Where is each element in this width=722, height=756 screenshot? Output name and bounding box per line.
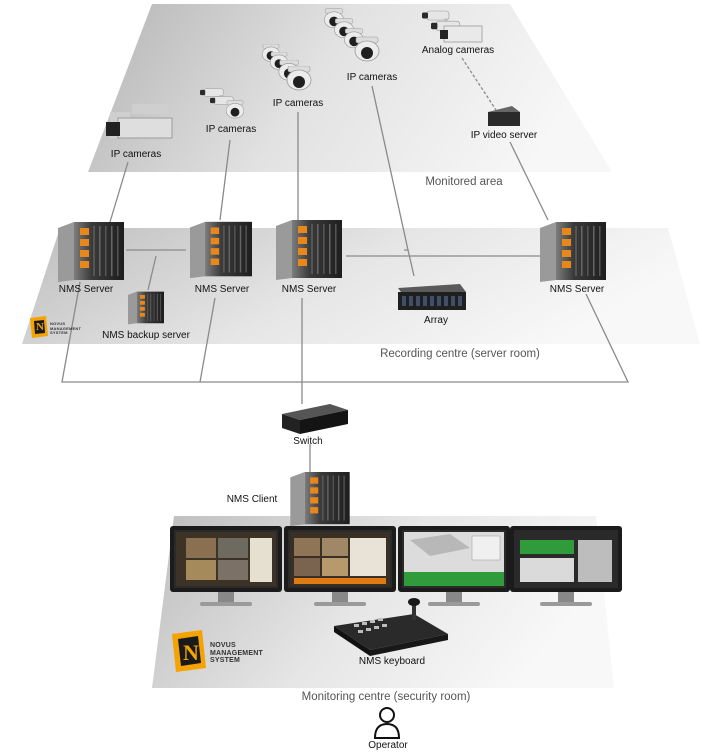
switch-device (282, 404, 348, 434)
nms-server-label-2: NMS Server (194, 284, 250, 295)
logo-line-2: MANAGEMENT (210, 649, 263, 657)
monitored-area-label: Monitored area (425, 176, 503, 188)
nms-server-4-device (540, 222, 606, 282)
nms-server-label-1: NMS Server (58, 284, 114, 295)
ip-camera-group-1 (106, 104, 173, 139)
array-label: Array (424, 315, 448, 326)
nms-client-label: NMS Client (226, 494, 278, 505)
nms-server-2-device (190, 221, 252, 279)
ip-video-server-label: IP video server (470, 130, 538, 141)
recording-centre-label: Recording centre (server room) (380, 348, 540, 360)
logo-small-line-3: SYSTEM (50, 330, 68, 335)
nms-server-1-device (58, 222, 124, 282)
logo-line-3: SYSTEM (210, 657, 240, 664)
nms-keyboard-device (334, 598, 448, 656)
nms-server-label-3: NMS Server (281, 284, 337, 295)
monitor-1 (170, 526, 282, 606)
ip-cameras-label-4: IP cameras (346, 72, 398, 83)
nms-server-3-device (276, 220, 342, 280)
monitor-4 (510, 526, 622, 606)
analog-camera-group (422, 10, 483, 43)
nms-backup-server-label: NMS backup server (102, 330, 190, 341)
ip-video-server-device (488, 106, 520, 126)
monitor-2 (284, 526, 396, 606)
monitored-area-plane (88, 4, 612, 172)
monitor-3 (398, 526, 510, 606)
ip-cameras-label-2: IP cameras (205, 124, 257, 135)
logo-text-small: NOVUS MANAGEMENT SYSTEM (50, 321, 82, 336)
logo-letter-large: N (183, 640, 199, 665)
nms-keyboard-label: NMS keyboard (358, 656, 426, 667)
monitoring-centre-label: Monitoring centre (security room) (301, 691, 471, 703)
operator-icon (373, 707, 401, 739)
logo-small-line-2: MANAGEMENT (50, 325, 82, 331)
operator-label: Operator (368, 740, 408, 751)
ip-cameras-label-3: IP cameras (272, 98, 324, 109)
ip-cameras-label-1: IP cameras (110, 149, 162, 160)
nms-logo-large (172, 630, 206, 672)
logo-small-line-1: NOVUS (50, 321, 66, 326)
nms-backup-server-device (128, 291, 164, 325)
nms-server-label-4: NMS Server (549, 284, 605, 295)
analog-cameras-label: Analog cameras (421, 45, 495, 56)
switch-label: Switch (293, 436, 323, 447)
connection-lines (61, 57, 630, 476)
logo-letter-small: N (36, 321, 44, 333)
array-device (398, 284, 466, 310)
logo-text-large: NOVUS MANAGEMENT SYSTEM (210, 642, 263, 665)
logo-line-1: NOVUS (210, 642, 236, 649)
nms-logo-small (30, 316, 48, 338)
nms-client-device (290, 472, 350, 526)
